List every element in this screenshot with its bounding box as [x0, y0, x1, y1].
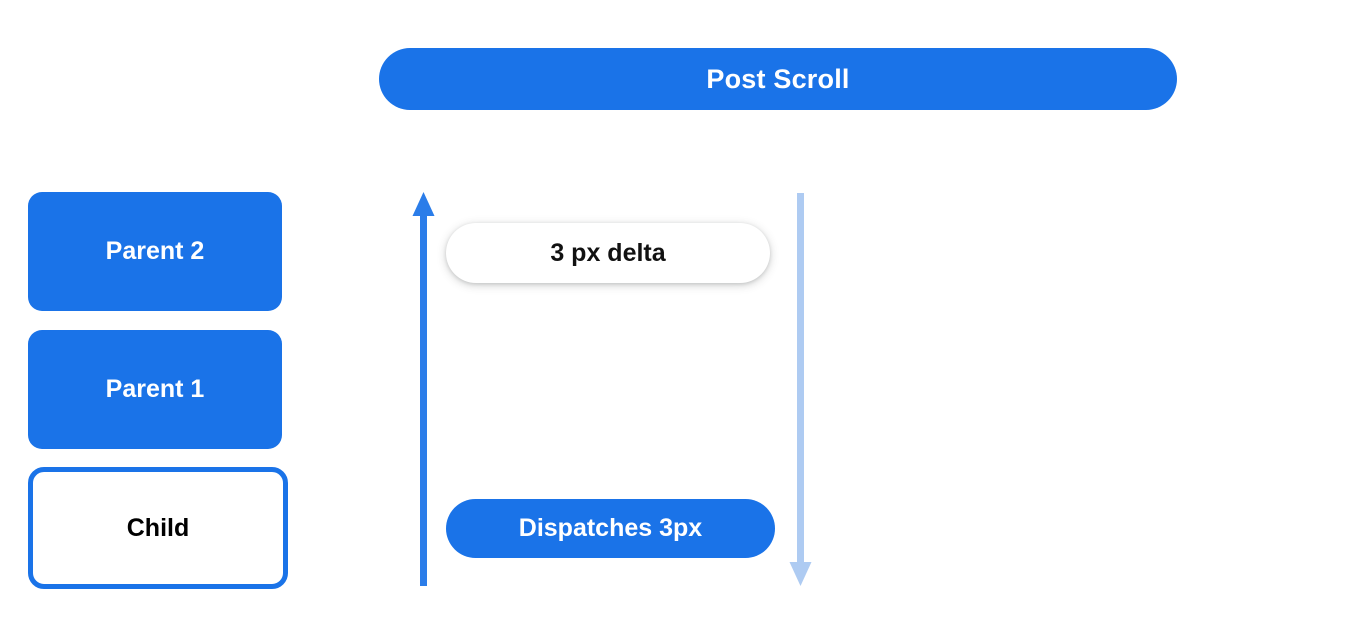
stack-box-child: Child: [28, 467, 288, 589]
arrow-up-icon: [412, 192, 435, 586]
post-scroll-banner: Post Scroll: [379, 48, 1177, 110]
arrow-down-icon: [789, 193, 812, 586]
callout-delta: 3 px delta: [446, 223, 770, 283]
stack-box-child-label: Child: [126, 513, 190, 542]
stack-box-parent-2-label: Parent 2: [105, 237, 205, 265]
callout-dispatches: Dispatches 3px: [446, 499, 775, 558]
post-scroll-banner-label: Post Scroll: [706, 63, 850, 94]
stack-box-parent-1: Parent 1: [28, 330, 282, 449]
stack-box-parent-1-label: Parent 1: [105, 375, 205, 403]
stack-box-parent-2: Parent 2: [28, 192, 282, 311]
callout-delta-label: 3 px delta: [550, 238, 666, 267]
callout-dispatches-label: Dispatches 3px: [518, 514, 703, 542]
